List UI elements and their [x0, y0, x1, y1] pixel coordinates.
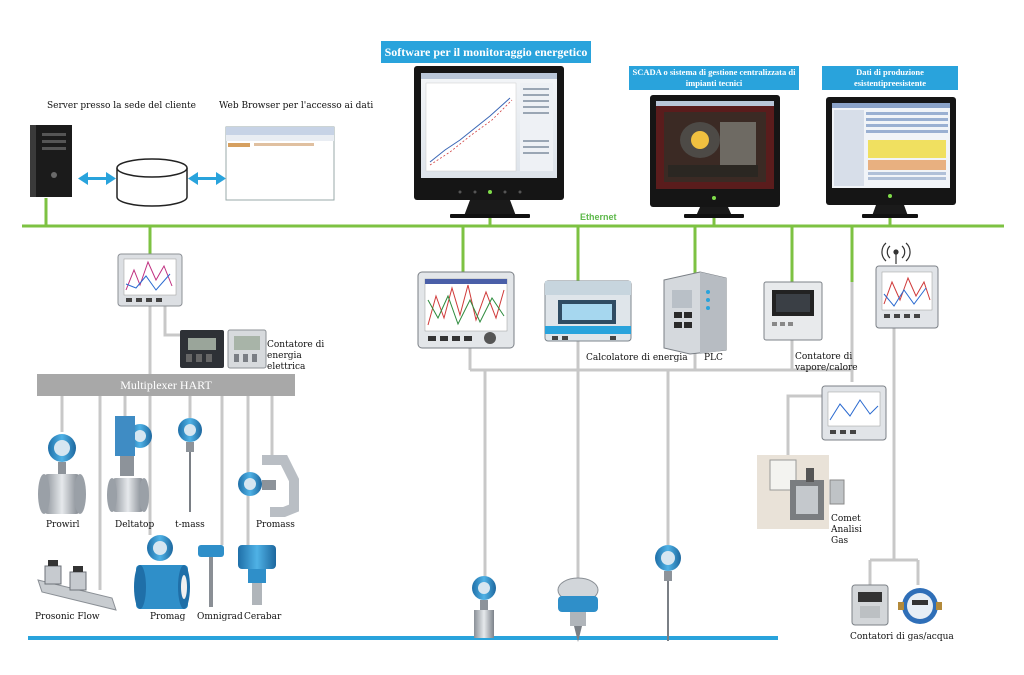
- gas-water-meters-label: Contatori di gas/acqua: [850, 632, 954, 642]
- tmass-label: t-mass: [175, 520, 205, 530]
- monitor-energy-software: [414, 66, 564, 218]
- deltatop-label: Deltatop: [115, 520, 155, 530]
- plc-device: [663, 271, 727, 355]
- promag-label: Promag: [150, 612, 186, 622]
- electric-meters: [180, 329, 267, 369]
- monitor-scada: [650, 95, 780, 218]
- instrument-cerabar: [238, 545, 276, 605]
- comet-recorder: [821, 385, 887, 441]
- recorder-center: [417, 271, 515, 349]
- hart-multiplexer: Multiplexer HART: [37, 374, 295, 396]
- promass-label: Promass: [256, 520, 295, 530]
- omnigrad-label: Omnigrad: [197, 612, 243, 622]
- software-label: Software per il monitoraggio energetico: [381, 41, 591, 63]
- database-icon: [116, 158, 188, 207]
- energy-calculator-device: [544, 280, 632, 342]
- instrument-bottom-2: [557, 577, 599, 642]
- energy-calculator-label: Calcolatore di energia: [586, 353, 688, 363]
- gas-analysis-label: Comet Analisi Gas: [831, 514, 862, 546]
- web-browser-label: Web Browser per l'accesso ai dati: [219, 101, 374, 111]
- ethernet-label: Ethernet: [580, 212, 617, 222]
- monitor-production-data: [826, 97, 956, 218]
- instrument-deltatop: [107, 416, 152, 512]
- server-tower: [30, 125, 72, 197]
- instrument-bottom-1: [472, 576, 496, 638]
- instrument-tmass: [178, 418, 202, 512]
- instrument-promass: [238, 455, 299, 517]
- electric-meter-label: Contatore di energia elettrica: [267, 340, 325, 372]
- instrument-bottom-3: [655, 545, 681, 641]
- web-browser-window: [225, 126, 335, 201]
- cerabar-label: Cerabar: [244, 612, 282, 622]
- server-label: Server presso la sede del cliente: [47, 101, 196, 111]
- steam-meter-label: Contatore di vapore/calore: [795, 352, 858, 373]
- gas-analysis-cabinet: [757, 455, 845, 529]
- recorder-left: [117, 253, 183, 307]
- signal-wires: [60, 282, 920, 590]
- wireless-antenna-icon: [881, 242, 911, 264]
- scada-label: SCADA o sistema di gestione centralizzat…: [629, 66, 799, 90]
- instrument-prowirl: [38, 434, 86, 514]
- wireless-recorder: [875, 242, 939, 329]
- steam-meter-box: [763, 281, 823, 341]
- link-arrows: [78, 172, 226, 185]
- prowirl-label: Prowirl: [46, 520, 80, 530]
- prosonic-flow-label: Prosonic Flow: [35, 612, 100, 622]
- production-data-label: Dati di produzione esistentipreesistente: [822, 66, 958, 90]
- plc-label: PLC: [704, 353, 723, 363]
- instrument-omnigrad: [198, 545, 224, 607]
- instrument-promag: [134, 535, 190, 609]
- instrument-prosonic-flow: [37, 560, 117, 611]
- gas-water-meters: [851, 584, 942, 626]
